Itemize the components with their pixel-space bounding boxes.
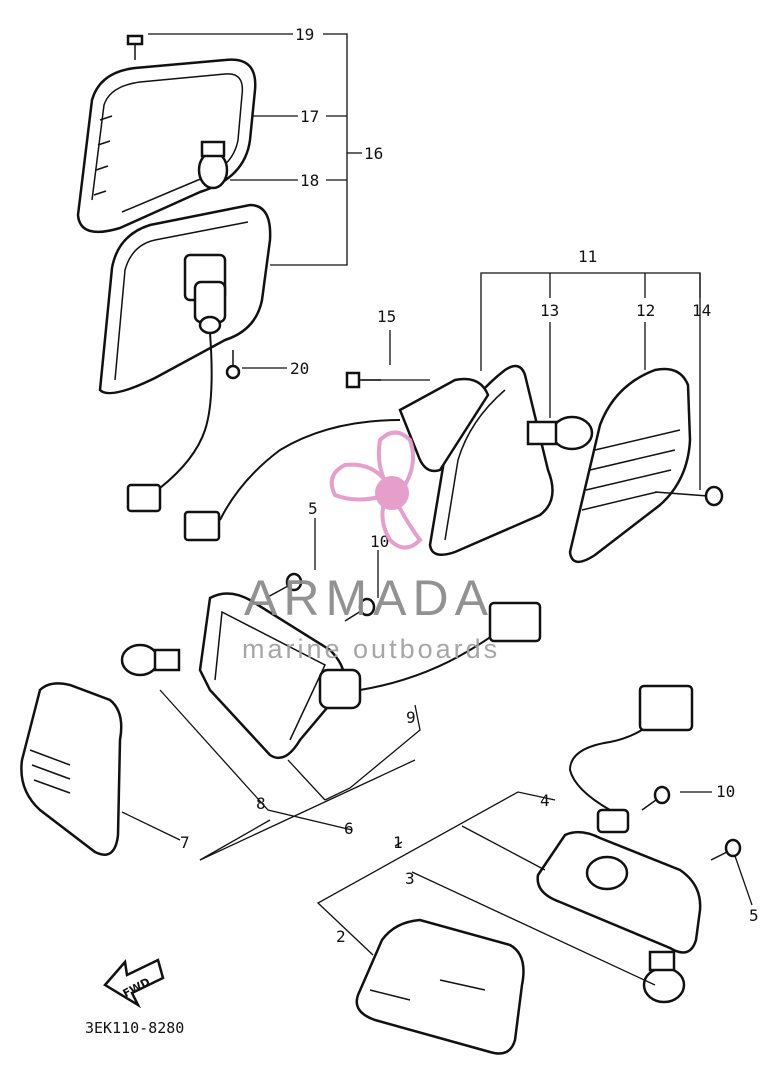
label-6: 6 bbox=[344, 819, 354, 838]
lens-part-2 bbox=[355, 918, 525, 1055]
bulb-part-3 bbox=[642, 950, 686, 1004]
label-19: 19 bbox=[295, 25, 314, 44]
flasher-body-part-1 bbox=[536, 808, 702, 954]
screw-part-19 bbox=[126, 34, 144, 60]
label-3: 3 bbox=[405, 869, 415, 888]
label-10-upper: 10 bbox=[370, 532, 389, 551]
rear-lamp-wire-and-connector bbox=[126, 332, 213, 513]
screw-part-5-lower bbox=[710, 838, 742, 861]
label-7: 7 bbox=[180, 833, 190, 852]
label-11: 11 bbox=[578, 247, 597, 266]
part-number-labels: 19 17 16 18 20 11 13 12 14 15 5 10 9 4 1… bbox=[180, 25, 759, 946]
watermark-tagline: marine outboards bbox=[242, 634, 500, 664]
screw-part-10-lower bbox=[641, 785, 671, 811]
lens-part-7 bbox=[20, 682, 123, 856]
screw-part-5-upper bbox=[265, 572, 303, 599]
label-13: 13 bbox=[540, 301, 559, 320]
screw-part-14 bbox=[654, 485, 724, 507]
label-5-upper: 5 bbox=[308, 499, 318, 518]
label-14: 14 bbox=[692, 301, 711, 320]
label-5-lower: 5 bbox=[749, 906, 759, 925]
rear-lamp-housing bbox=[98, 203, 272, 395]
label-17: 17 bbox=[300, 107, 319, 126]
label-16: 16 bbox=[364, 144, 383, 163]
label-4: 4 bbox=[540, 791, 550, 810]
label-12: 12 bbox=[636, 301, 655, 320]
flasher-lens-part-12 bbox=[568, 367, 692, 563]
screw-part-20 bbox=[225, 350, 241, 380]
label-2: 2 bbox=[336, 927, 346, 946]
screw-part-10-upper bbox=[344, 597, 376, 622]
flasher-body-part-6 bbox=[198, 592, 362, 760]
wire-part-9-and-connector bbox=[359, 601, 542, 691]
bulb-part-8 bbox=[120, 643, 181, 677]
bulb-part-18 bbox=[197, 140, 229, 190]
label-18: 18 bbox=[300, 171, 319, 190]
leader-lines bbox=[121, 33, 753, 986]
flasher-housing-part-11 bbox=[398, 364, 554, 557]
fwd-direction-marker: FWD bbox=[103, 958, 165, 1009]
rear-lamp-lens-part-17 bbox=[76, 58, 257, 234]
label-9: 9 bbox=[406, 708, 416, 727]
bulb-part-13 bbox=[526, 415, 594, 451]
label-1: 1 bbox=[393, 833, 403, 852]
label-20: 20 bbox=[290, 359, 309, 378]
watermark-logo: ARMADA marine outboards bbox=[242, 430, 500, 664]
drawing-code: 3EK110-8280 bbox=[85, 1019, 184, 1037]
wire-part-4-and-connector bbox=[568, 684, 694, 811]
label-8: 8 bbox=[256, 794, 266, 813]
label-10-lower: 10 bbox=[716, 782, 735, 801]
propeller-icon bbox=[329, 430, 423, 550]
label-15: 15 bbox=[377, 307, 396, 326]
watermark-brand: ARMADA bbox=[244, 570, 494, 626]
flasher-wire-and-connector bbox=[183, 419, 401, 542]
